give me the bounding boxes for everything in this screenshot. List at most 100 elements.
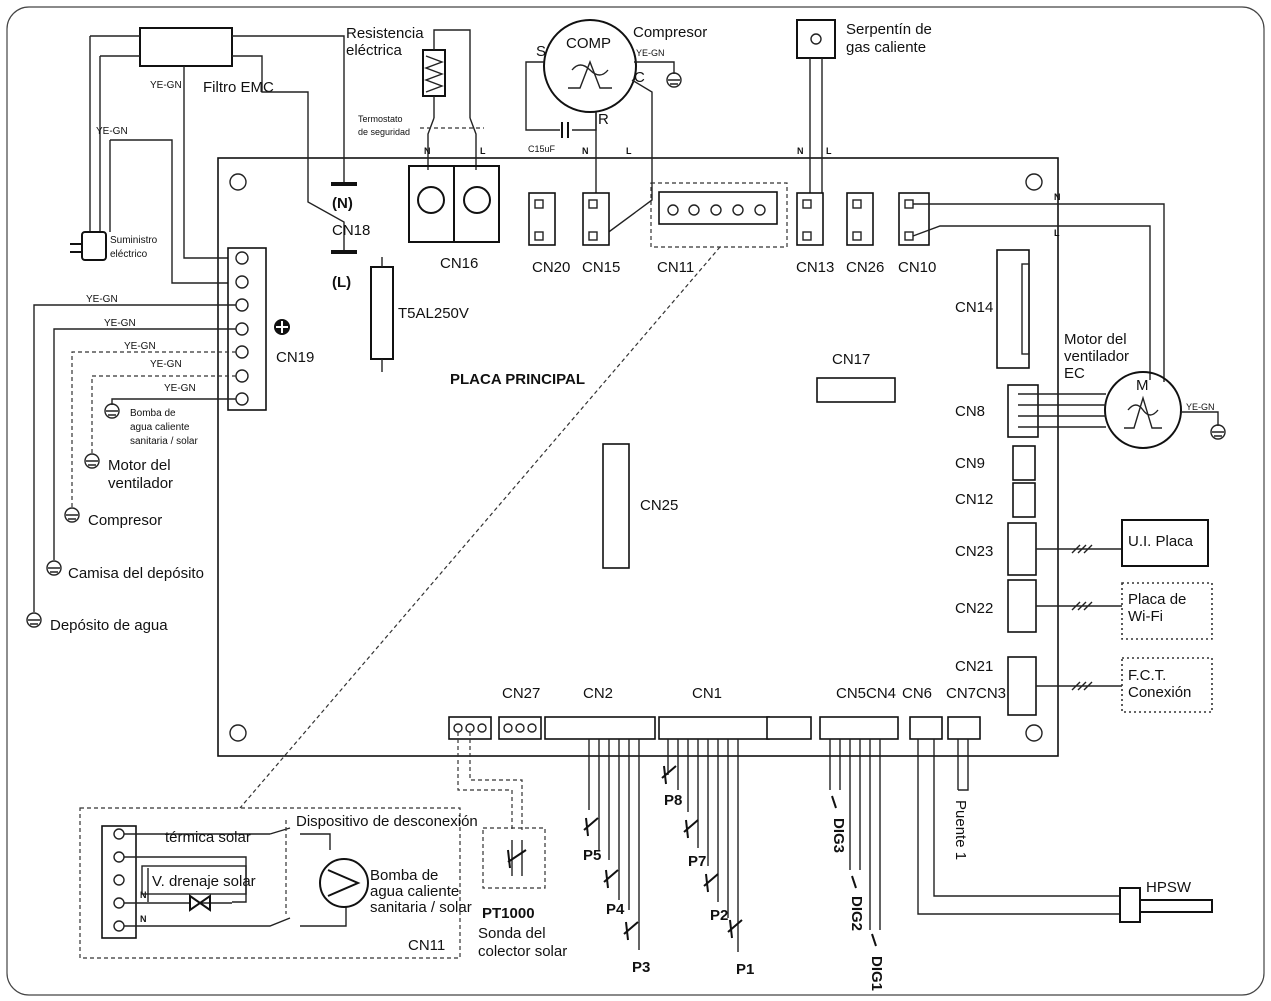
cn15-l-label: L [626, 146, 632, 156]
cn9-connector [1012, 445, 1036, 481]
wire-label-yegn: YE-GN [164, 383, 196, 394]
fan-motor [1104, 371, 1182, 449]
pump-ground-label-2: agua caliente [130, 422, 190, 433]
cn11-terminal [101, 825, 137, 939]
cn22-label: CN22 [955, 600, 993, 617]
cn18-n-label: (N) [332, 195, 353, 212]
compressor-ground-label: Compresor [88, 512, 162, 529]
cn18-pin-l [331, 250, 357, 254]
drain-valve-label: V. drenaje solar [152, 873, 256, 890]
dig2-label: DIG2 [848, 896, 865, 931]
cn27-label: CN27 [502, 685, 540, 702]
compressor-r-label: R [598, 111, 609, 128]
supply-label-1: Suministro [110, 235, 158, 246]
cn16-label: CN16 [440, 255, 478, 272]
ground-icon [104, 403, 120, 419]
solar-pump-label-2: agua caliente [370, 883, 459, 900]
cn26-connector [846, 192, 874, 246]
cn6-connector [909, 716, 943, 740]
cn10-connector [898, 192, 930, 246]
cn25-label: CN25 [640, 497, 678, 514]
water-tank-ground-label: Depósito de agua [50, 617, 168, 634]
cn11-zone [650, 182, 788, 248]
fan-ground-label-2: ventilador [108, 475, 173, 492]
wire-label-yegn: YE-GN [86, 294, 118, 305]
n-label: N [140, 890, 147, 900]
cn16-l-label: L [480, 146, 486, 156]
cn3-connector [1007, 656, 1037, 716]
emc-filter-label: Filtro EMC [203, 79, 274, 96]
cn11-detail-label: CN11 [408, 937, 445, 954]
cn1-label: CN1 [692, 685, 722, 702]
solar-pump-label-3: sanitaria / solar [370, 899, 472, 916]
cn20-connector [528, 192, 556, 246]
cn9-label: CN9 [955, 455, 985, 472]
cn10-label: CN10 [898, 259, 936, 276]
heater-label-2: eléctrica [346, 42, 403, 59]
emc-filter [139, 27, 233, 67]
wifi-board-label-1: Placa de [1128, 591, 1186, 608]
sensor-p7-label: P7 [688, 853, 706, 870]
compressor-label: Compresor [633, 24, 707, 41]
mount-hole [1025, 173, 1043, 191]
cn13-label: CN13 [796, 259, 834, 276]
board-title: PLACA PRINCIPAL [450, 371, 585, 388]
ui-board-label: U.I. Placa [1128, 533, 1194, 550]
cn15-label: CN15 [582, 259, 620, 276]
wire-label-yegn: YE-GN [96, 126, 128, 137]
drain-valve-box [141, 865, 247, 895]
fan-motor-m-label: M [1136, 377, 1149, 394]
thermistor-icon [727, 919, 743, 939]
compressor-s-label: S [536, 43, 546, 60]
fan-motor-label-1: Motor del [1064, 331, 1127, 348]
solar-pump-label-1: Bomba de [370, 867, 438, 884]
sensor-p3-label: P3 [632, 959, 650, 976]
pt1000-label: PT1000 [482, 905, 535, 922]
hot-gas-coil [796, 19, 836, 59]
cn8-label: CN8 [955, 403, 985, 420]
cn23-connector [1007, 522, 1037, 576]
pump-ground-label-1: Bomba de [130, 408, 176, 419]
cn18-label: CN18 [332, 222, 370, 239]
cn15-connector [582, 192, 610, 246]
cn13-n-label: N [797, 146, 804, 156]
cn6-label: CN6 [902, 685, 932, 702]
ground-icon [1210, 424, 1226, 440]
thermistor-icon [683, 819, 699, 839]
thermistor-icon [661, 765, 677, 785]
cn7cn3-label: CN7CN3 [946, 685, 1006, 702]
wire-label-yegn: YE-GN [1186, 402, 1215, 412]
cn2-connector [544, 716, 656, 740]
ground-icon [26, 612, 42, 628]
ground-icon [64, 507, 80, 523]
power-plug [81, 231, 107, 261]
ground-icon [46, 560, 62, 576]
thermistor-icon [583, 817, 599, 837]
main-board [217, 157, 1059, 757]
cn20-label: CN20 [532, 259, 570, 276]
cn23-label: CN23 [955, 543, 993, 560]
mount-hole [1025, 724, 1043, 742]
cn19-label: CN19 [276, 349, 314, 366]
compressor [543, 19, 637, 113]
cn1-connector [658, 716, 770, 740]
wire-label-yegn: YE-GN [636, 48, 665, 58]
cn12-connector [1012, 482, 1036, 518]
wifi-board [1121, 582, 1213, 640]
switch-icon [851, 875, 857, 889]
cn12-label: CN12 [955, 491, 993, 508]
fan-ground-label-1: Motor del [108, 457, 171, 474]
ground-icon [84, 453, 100, 469]
switch-icon [831, 795, 837, 809]
cn14-connector [996, 249, 1030, 369]
fct-label-1: F.C.T. [1128, 667, 1166, 684]
solar-thermal-label: térmica solar [165, 829, 251, 846]
heater-label-1: Resistencia [346, 25, 424, 42]
dig1-label: DIG1 [868, 956, 885, 991]
dig3-label: DIG3 [830, 818, 847, 853]
supply-label-2: eléctrico [110, 249, 148, 260]
thermostat-label-2: de seguridad [358, 127, 410, 137]
fan-motor-label-2: ventilador [1064, 348, 1129, 365]
thermostat-label-1: Termostato [358, 114, 403, 124]
